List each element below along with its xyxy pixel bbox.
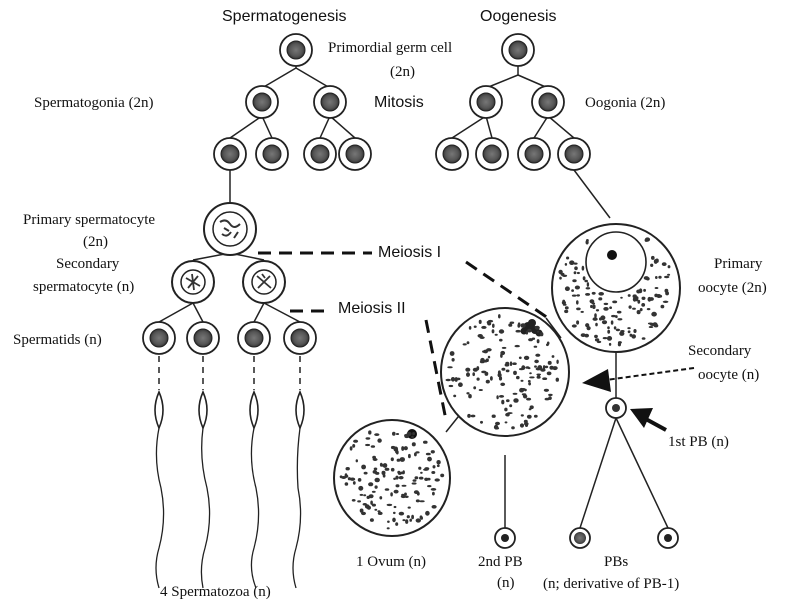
secondary-spermatocyte-label-line2: spermatocyte (n) — [33, 279, 134, 296]
pbs-label-line1: PBs — [604, 554, 628, 571]
mitosis-label: Mitosis — [374, 94, 424, 112]
oogonia-label: Oogonia (2n) — [585, 95, 665, 112]
meiosis-2-label: Meiosis II — [338, 300, 406, 318]
oogonia-cells — [436, 86, 590, 170]
primary-spermatocyte-ploidy-label: (2n) — [83, 234, 108, 251]
secondary-oocyte-label-line1: Secondary — [688, 343, 751, 360]
maturation-dashes — [159, 356, 300, 390]
secondary-spermatocyte-cells — [172, 261, 285, 303]
secondary-spermatocyte-label-line1: Secondary — [56, 256, 119, 273]
second-pb-label-line1: 2nd PB — [478, 554, 523, 571]
primordial-germ-cell-ova — [502, 34, 534, 66]
first-pb-arrow — [630, 408, 666, 430]
ovum-cell — [334, 420, 450, 536]
derivative-polar-bodies — [570, 528, 678, 548]
spermatid-cells — [143, 322, 316, 354]
secondary-oocyte-cell — [441, 308, 569, 436]
primary-spermatocyte-cell — [204, 203, 256, 255]
first-pb-label: 1st PB (n) — [668, 434, 729, 451]
second-pb-label-line2: (n) — [497, 575, 515, 592]
primordial-germ-cell-sperm — [280, 34, 312, 66]
first-polar-body — [606, 398, 626, 418]
second-polar-body — [495, 528, 515, 548]
primary-oocyte-label-line2: oocyte (2n) — [698, 280, 767, 297]
secondary-oocyte-arrow — [582, 368, 694, 392]
spermatogenesis-title: Spermatogenesis — [222, 8, 347, 26]
pbs-label-line2: (n; derivative of PB-1) — [543, 576, 679, 593]
ovum-label: 1 Ovum (n) — [356, 554, 426, 571]
spermatozoa — [155, 392, 304, 588]
primordial-ploidy-label: (2n) — [390, 64, 415, 81]
secondary-oocyte-label-line2: oocyte (n) — [698, 367, 759, 384]
oogenesis-title: Oogenesis — [480, 8, 557, 26]
meiosis-1-label: Meiosis I — [378, 244, 441, 262]
primordial-germ-cell-label: Primordial germ cell — [328, 40, 452, 57]
spermatogonia-label: Spermatogonia (2n) — [34, 95, 154, 112]
spermatogonia-cells — [214, 86, 371, 170]
primary-oocyte-cell — [552, 224, 680, 352]
primary-oocyte-label-line1: Primary — [714, 256, 762, 273]
primary-spermatocyte-label: Primary spermatocyte — [23, 212, 155, 229]
spermatozoa-label: 4 Spermatozoa (n) — [160, 584, 271, 601]
spermatids-label: Spermatids (n) — [13, 332, 102, 349]
